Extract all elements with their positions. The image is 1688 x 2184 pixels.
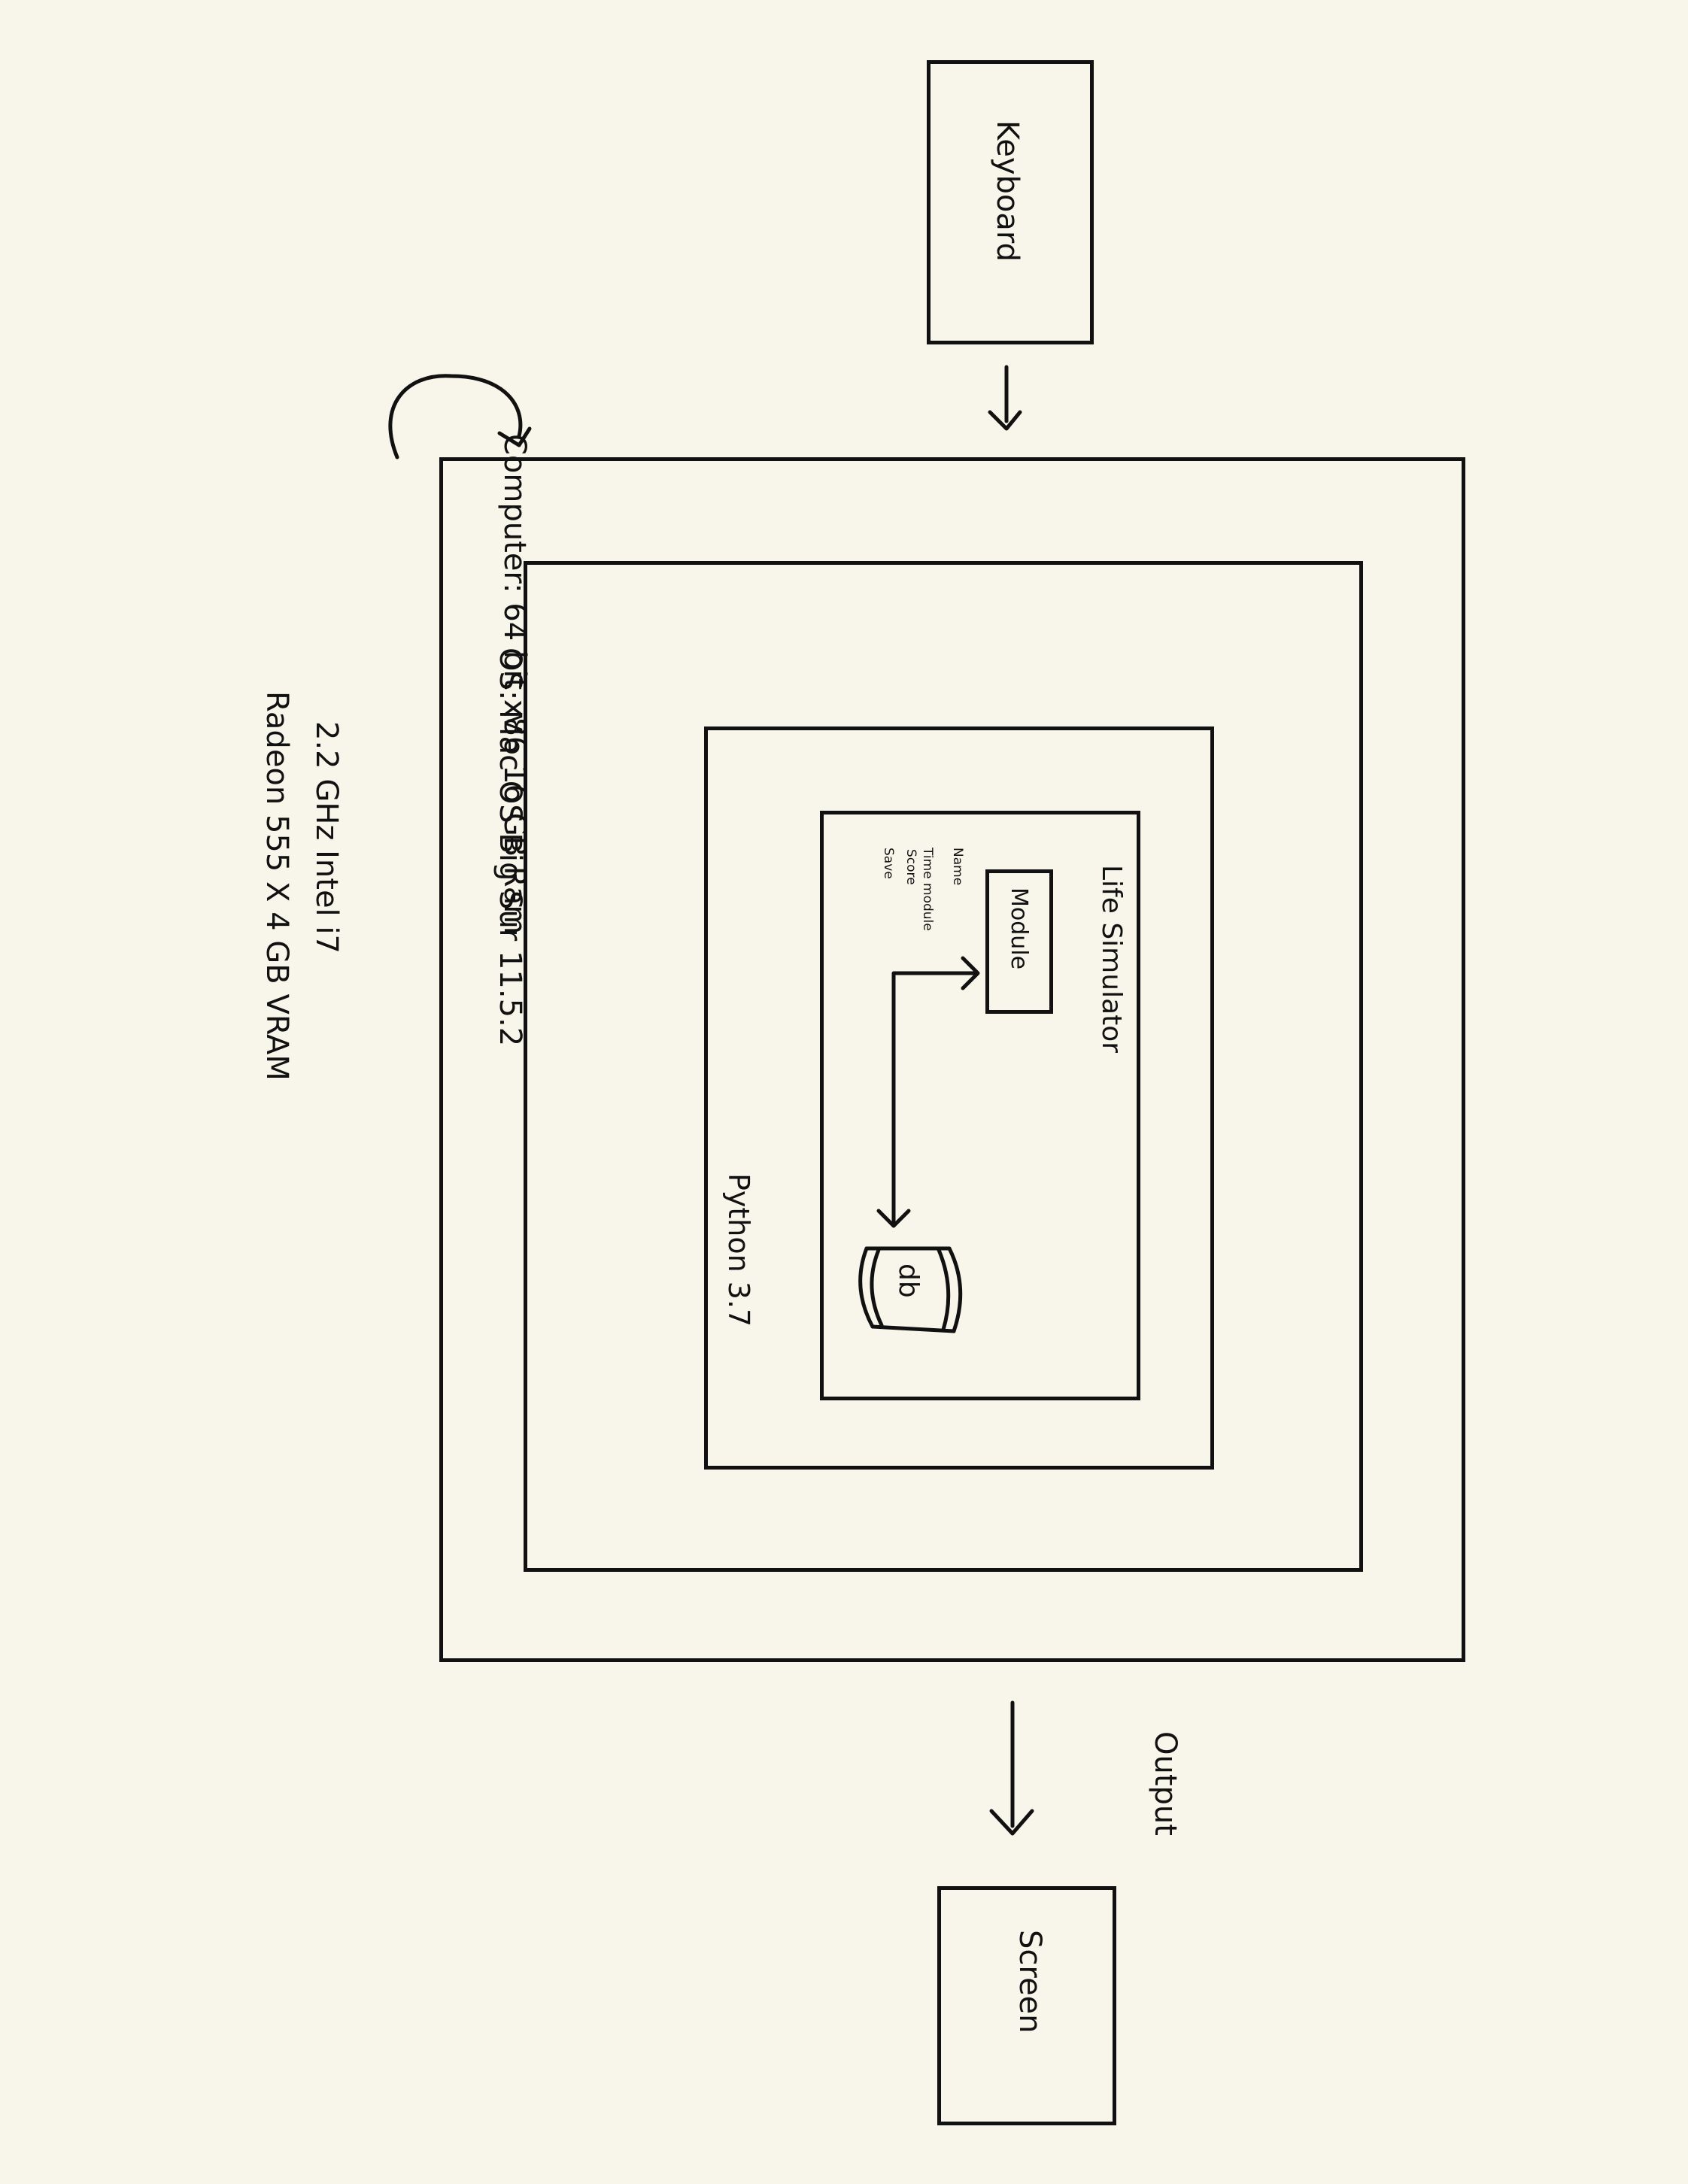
module-field-time-module: Time module [920,848,935,931]
computer-box [439,457,1465,1662]
module-box [985,869,1053,1014]
screen-label: Screen [1012,1930,1047,2034]
os-label: OS: Mac OS Big Sur 11.5.2 [493,648,527,1047]
computer-spec-line3: Radeon 555 X 4 GB VRAM [260,691,294,1081]
python-label: Python 3.7 [722,1173,755,1327]
computer-spec-line2: 2.2 GHz Intel i7 [309,721,344,954]
keyboard-box [927,60,1094,344]
module-label: Module [1006,887,1032,970]
db-cylinder-icon [858,1246,963,1333]
module-db-arrow [876,956,980,1228]
output-arrow [989,1700,1034,1836]
output-label: Output [1148,1731,1183,1836]
python-box [704,726,1214,1470]
module-field-score: Score [903,849,918,885]
db-label: db [893,1263,924,1298]
life-simulator-box [820,811,1140,1400]
keyboard-label: Keyboard [990,120,1025,262]
module-field-name: Name [950,848,965,886]
keyboard-input-arrow [988,365,1022,431]
curved-arrow [388,374,532,460]
os-box [524,561,1363,1572]
screen-box [937,1886,1116,2125]
life-simulator-title: Life Simulator [1096,865,1127,1054]
module-field-save: Save [881,848,896,879]
